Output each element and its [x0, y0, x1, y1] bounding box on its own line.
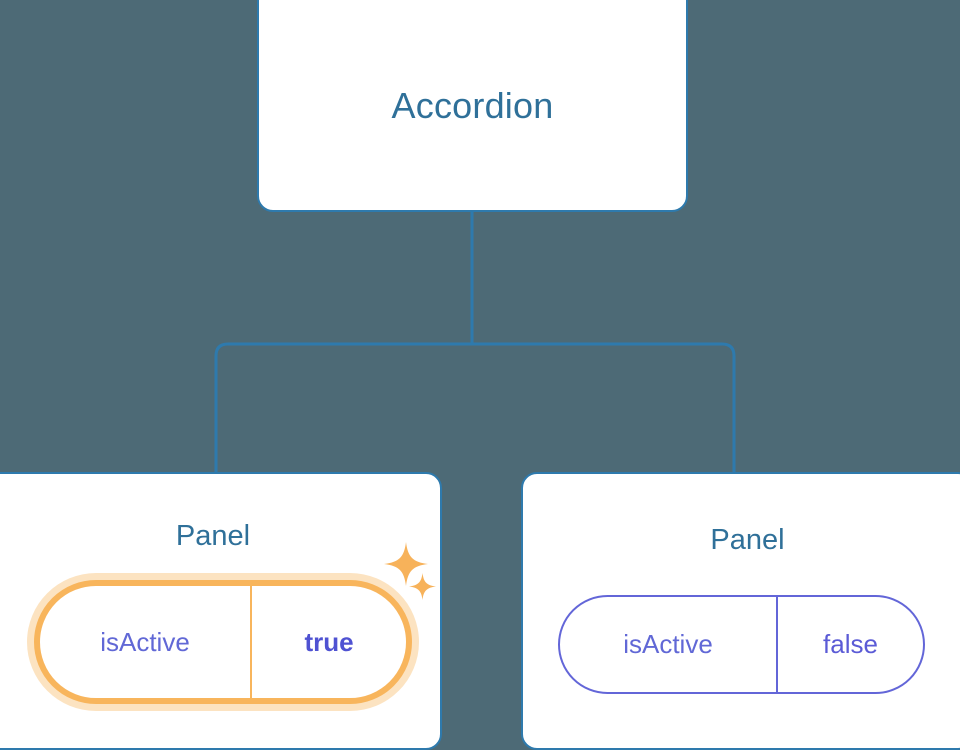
node-title: Accordion	[391, 85, 554, 126]
connector-right-branch	[472, 342, 736, 472]
node-title: Panel	[710, 524, 785, 556]
node-accordion[interactable]: Accordion	[257, 0, 688, 212]
prop-value: false	[776, 597, 923, 692]
prop-pill-isactive-false[interactable]: isActive false	[558, 595, 925, 694]
connector-left-branch	[214, 342, 472, 472]
prop-value: true	[250, 586, 406, 698]
prop-pill-isactive-true[interactable]: isActive true	[34, 580, 412, 704]
node-panel-active[interactable]: Panel isActive true	[0, 472, 442, 750]
prop-key: isActive	[100, 626, 190, 657]
node-panel-inactive[interactable]: Panel isActive false	[521, 472, 960, 750]
node-title: Panel	[175, 520, 251, 552]
prop-key: isActive	[623, 629, 713, 659]
